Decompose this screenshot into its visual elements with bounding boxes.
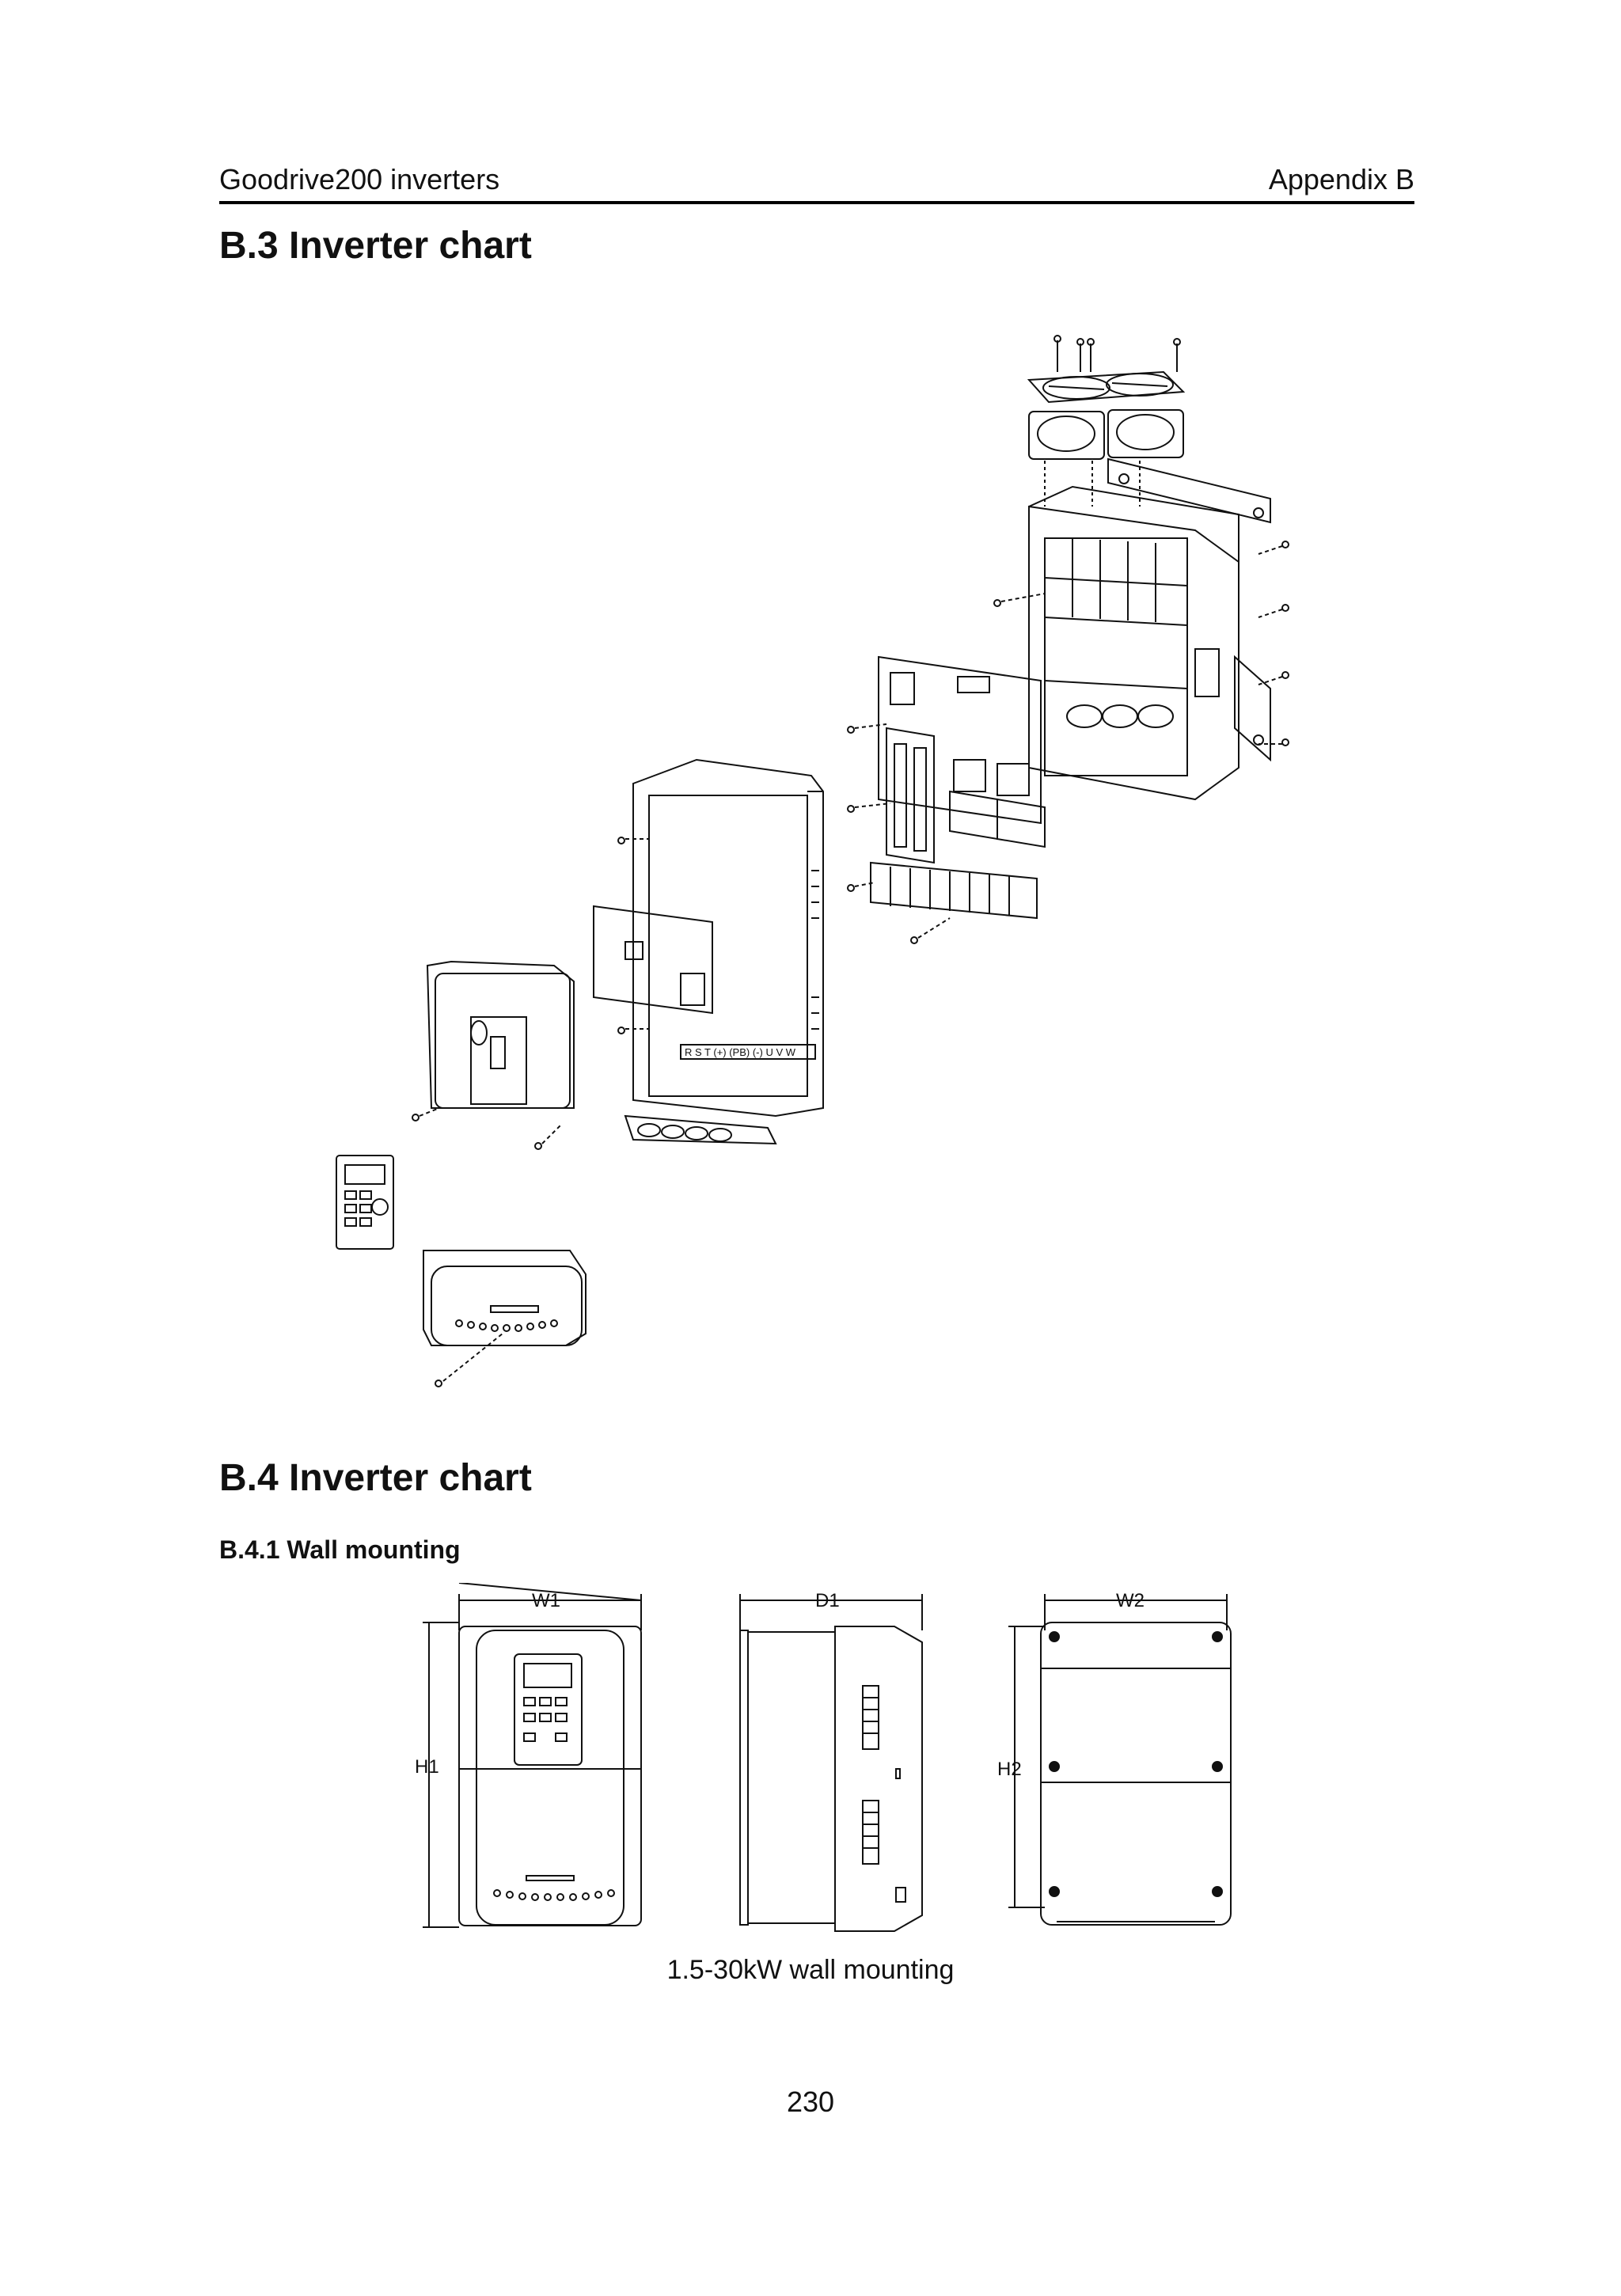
fastener-screws bbox=[412, 541, 1289, 1387]
cable-gland-plate bbox=[624, 1114, 777, 1145]
svg-text:D1: D1 bbox=[815, 1590, 840, 1611]
rectifier-assembly bbox=[886, 727, 1046, 864]
control-board bbox=[593, 905, 713, 1015]
svg-text:W1: W1 bbox=[532, 1590, 560, 1611]
page-number: 230 bbox=[786, 2085, 835, 2118]
section-title-b3: B.3 Inverter chart bbox=[219, 225, 532, 267]
section-title-b4: B.4 Inverter chart bbox=[219, 1457, 532, 1499]
front-view: W1 H1 bbox=[415, 1583, 642, 1928]
mounting-bracket bbox=[1107, 457, 1271, 524]
terminal-label-strip: R S T (+) (PB) (-) U V W bbox=[680, 1044, 816, 1060]
svg-text:W2: W2 bbox=[1116, 1590, 1145, 1611]
running-header-left: Goodrive200 inverters bbox=[219, 163, 500, 195]
main-housing bbox=[1028, 485, 1239, 801]
svg-text:H2: H2 bbox=[997, 1759, 1022, 1780]
top-screws bbox=[1053, 335, 1181, 372]
running-header-right: Appendix B bbox=[1268, 163, 1414, 195]
wall-mounting-dimension-drawings: W1 H1 D1 W2 bbox=[415, 1583, 1232, 1932]
cooling-fans bbox=[1028, 409, 1184, 507]
svg-text:H1: H1 bbox=[415, 1756, 439, 1778]
bottom-cover bbox=[423, 1250, 587, 1346]
keypad bbox=[336, 1155, 394, 1250]
fan-guard bbox=[1027, 370, 1186, 404]
inverter-exploded-view: R S T (+) (PB) (-) U V W bbox=[336, 335, 1289, 1387]
svg-text:R S T (+) (PB) (-) U V W: R S T (+) (PB) (-) U V W bbox=[685, 1046, 796, 1058]
header-rule bbox=[219, 201, 1414, 204]
middle-enclosure bbox=[632, 758, 824, 1118]
rear-view: W2 H2 bbox=[997, 1590, 1232, 1926]
figure-caption: 1.5-30kW wall mounting bbox=[666, 1955, 955, 1985]
subsection-title-b41: B.4.1 Wall mounting bbox=[219, 1535, 461, 1564]
power-board bbox=[878, 655, 1042, 825]
terminal-block bbox=[870, 861, 1038, 920]
side-view: D1 bbox=[739, 1590, 923, 1932]
front-cover bbox=[426, 960, 575, 1109]
